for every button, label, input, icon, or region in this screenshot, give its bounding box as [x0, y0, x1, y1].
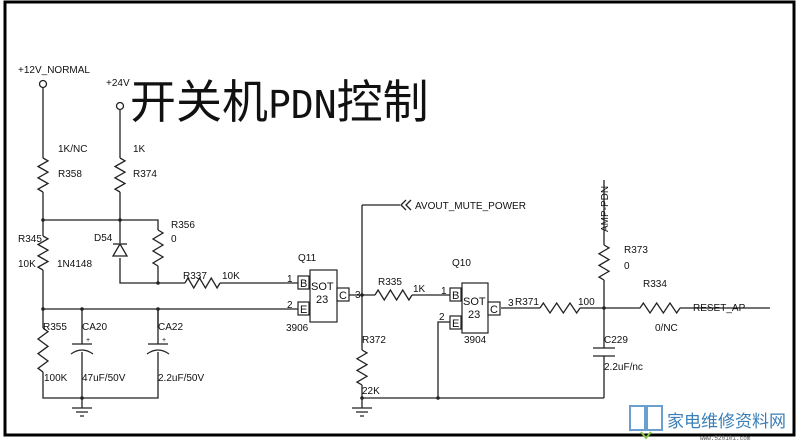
d54-ref: D54: [94, 233, 113, 244]
rail-24v-terminal: [115, 101, 125, 111]
logo-text: 家电维修资料网: [667, 412, 786, 432]
r358-ref: R358: [58, 169, 82, 180]
q10-pin-c: C: [490, 304, 498, 316]
net-reset-ap: RESET_AP: [693, 303, 746, 314]
capacitor-ca20: [70, 343, 94, 355]
rail-12v-label: +12V_NORMAL: [18, 65, 90, 76]
r356-value: 0: [171, 234, 177, 245]
r334-ref: R334: [643, 279, 667, 290]
c229-value: 2.2uF/nc: [604, 362, 643, 373]
r374-value: 1K: [133, 144, 146, 155]
ca20-ref: CA20: [82, 322, 107, 333]
wires-left: [42, 88, 298, 417]
c229-ref: C229: [604, 335, 628, 346]
q11-pin-c: C: [339, 290, 347, 302]
r345-value: 10K: [18, 259, 36, 270]
resistor-r373: [597, 244, 611, 281]
q11-pin2: 2: [287, 300, 293, 311]
net-avout-mute-power: AVOUT_MUTE_POWER: [415, 201, 526, 212]
rail-24v-label: +24V: [106, 78, 130, 89]
resistor-r334: [639, 301, 681, 315]
r356-ref: R356: [171, 220, 195, 231]
r373-value: 0: [624, 261, 630, 272]
ca22-value: 2.2uF/50V: [158, 373, 204, 384]
r372-value: 22K: [362, 386, 380, 397]
ca22-plus: +: [162, 337, 166, 344]
resistor-r355: [36, 327, 50, 373]
r373-ref: R373: [624, 245, 648, 256]
resistor-r374: [113, 157, 127, 193]
capacitor-c229: [593, 347, 615, 357]
r355-ref: R355: [43, 322, 67, 333]
resistor-r358: [36, 157, 50, 193]
q11-pin-b: B: [300, 278, 307, 290]
resistor-r345: [36, 235, 50, 271]
junctions-left: [41, 218, 160, 400]
r335-ref: R335: [378, 277, 402, 288]
book-icon: [629, 405, 663, 440]
resistor-r337: [184, 276, 221, 290]
r372-ref: R372: [362, 335, 386, 346]
net-amp-pdn: AMP-PDN: [600, 186, 611, 232]
q11-pkg-line2: 23: [316, 294, 328, 306]
q10-pkg-line1: SOT: [463, 296, 486, 308]
r358-value: 1K/NC: [58, 144, 87, 155]
wires-middle: [349, 180, 770, 417]
r371-value: 100: [578, 297, 595, 308]
r345-ref: R345: [18, 234, 42, 245]
resistor-r356: [151, 229, 165, 267]
q10-pin-e: E: [452, 318, 459, 330]
q10-pin-b: B: [452, 290, 459, 302]
r355-value: 100K: [44, 373, 68, 384]
q10-pin1: 1: [441, 286, 447, 297]
logo-url: www.520101.com: [700, 435, 751, 442]
sheet-frame: [3, 0, 796, 437]
q11-pin1: 1: [287, 274, 293, 285]
ca20-plus: +: [86, 337, 90, 344]
junctions-middle: [360, 293, 606, 400]
d54-value: 1N4148: [57, 259, 92, 270]
resistor-r371: [539, 301, 581, 315]
transistor-q11: [297, 269, 350, 323]
r374-ref: R374: [133, 169, 157, 180]
rail-12v-terminal: [38, 79, 48, 89]
transistor-q10: [449, 282, 501, 334]
ca20-value: 47uF/50V: [82, 373, 126, 384]
resistor-r372: [355, 349, 369, 386]
diagram-title: 开关机PDN控制: [130, 75, 429, 129]
r337-ref: R337: [183, 271, 207, 282]
q10-pin2: 2: [439, 312, 445, 323]
watermark-logo: 家电维修资料网 www.520101.com: [629, 405, 786, 442]
q10-pin3: 3: [508, 298, 514, 309]
q11-part: 3906: [286, 323, 309, 334]
ca22-ref: CA22: [158, 322, 183, 333]
q10-part: 3904: [464, 335, 487, 346]
r371-ref: R371: [515, 297, 539, 308]
q11-pkg-line1: SOT: [311, 281, 334, 293]
r335-value: 1K: [413, 284, 426, 295]
resistor-r335: [374, 288, 413, 302]
q10-pkg-line2: 23: [468, 309, 480, 321]
r334-value: 0/NC: [655, 323, 678, 334]
diode-d54: [111, 242, 129, 257]
capacitor-ca22: [146, 343, 170, 355]
q11-ref: Q11: [298, 253, 317, 264]
q10-ref: Q10: [452, 258, 471, 269]
q11-pin-e: E: [300, 304, 307, 316]
r337-value: 10K: [222, 271, 240, 282]
